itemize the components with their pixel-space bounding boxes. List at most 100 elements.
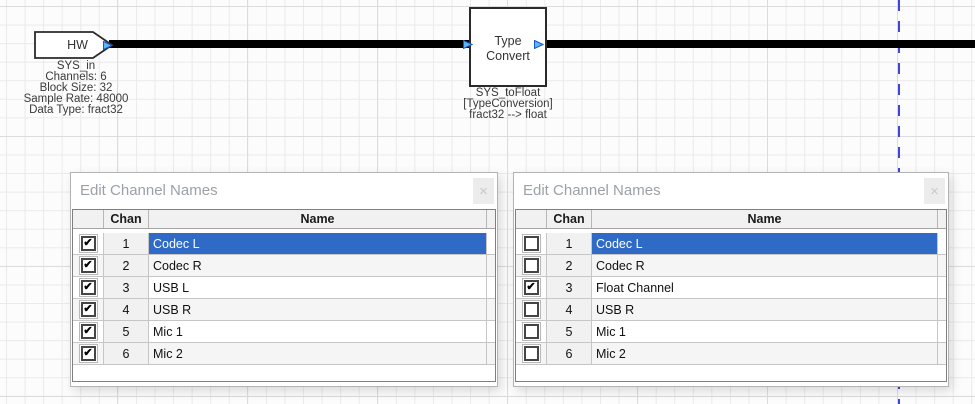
close-icon: × bbox=[479, 182, 488, 200]
checkbox-frame: ✔ bbox=[78, 256, 98, 275]
row-gutter bbox=[938, 299, 946, 320]
unchecked-box bbox=[523, 302, 539, 317]
type-convert-label-line2: Convert bbox=[486, 48, 530, 63]
row-gutter bbox=[938, 277, 946, 298]
column-header-gutter bbox=[938, 210, 946, 228]
type-convert-label-line1: Type bbox=[494, 33, 522, 48]
table-header: Chan Name bbox=[516, 210, 946, 229]
checkbox-frame: ✔ bbox=[78, 300, 98, 319]
tc-conversion: fract32 --> float bbox=[469, 109, 547, 121]
type-convert-output-port-icon[interactable] bbox=[534, 40, 544, 49]
channel-enable-checkbox[interactable]: ✔ bbox=[73, 343, 104, 364]
hw-sample-rate: Sample Rate: 48000 bbox=[23, 93, 129, 105]
checkbox-frame bbox=[521, 256, 541, 275]
hw-data-type: Data Type: fract32 bbox=[29, 104, 123, 116]
checked-icon: ✔ bbox=[523, 280, 539, 295]
hw-instance-name: SYS_in bbox=[56, 60, 96, 72]
hw-block-caption: SYS_in Channels: 6 Block Size: 32 Sample… bbox=[3, 60, 149, 116]
row-gutter bbox=[487, 321, 495, 342]
channel-number: 4 bbox=[547, 299, 592, 320]
channel-name-cell[interactable]: Mic 1 bbox=[149, 321, 487, 342]
checkbox-frame bbox=[521, 344, 541, 363]
channel-enable-checkbox[interactable] bbox=[516, 321, 547, 342]
column-header-checkbox bbox=[516, 210, 547, 228]
type-convert-input-port-icon[interactable] bbox=[463, 40, 473, 49]
close-button[interactable]: × bbox=[924, 178, 945, 204]
channel-enable-checkbox[interactable]: ✔ bbox=[73, 299, 104, 320]
hw-output-port-icon[interactable] bbox=[103, 41, 113, 50]
checked-icon: ✔ bbox=[80, 258, 96, 273]
column-header-chan: Chan bbox=[104, 210, 149, 228]
channel-enable-checkbox[interactable]: ✔ bbox=[73, 233, 104, 254]
channel-enable-checkbox[interactable]: ✔ bbox=[516, 277, 547, 298]
hw-channels: Channels: 6 bbox=[45, 71, 107, 83]
channel-name-cell[interactable]: Codec L bbox=[592, 233, 938, 254]
channel-name-cell[interactable]: Codec R bbox=[149, 255, 487, 276]
column-header-chan: Chan bbox=[547, 210, 592, 228]
channel-number: 6 bbox=[104, 343, 149, 364]
row-gutter bbox=[487, 233, 495, 254]
channel-enable-checkbox[interactable] bbox=[516, 233, 547, 254]
dialog-title: Edit Channel Names bbox=[523, 182, 661, 199]
unchecked-box bbox=[523, 258, 539, 273]
row-gutter bbox=[487, 299, 495, 320]
channel-number: 2 bbox=[104, 255, 149, 276]
channel-enable-checkbox[interactable] bbox=[516, 343, 547, 364]
channel-name-cell[interactable]: USB R bbox=[149, 299, 487, 320]
hw-input-block[interactable] bbox=[34, 31, 116, 61]
checkbox-frame: ✔ bbox=[78, 344, 98, 363]
channel-name-cell[interactable]: Codec L bbox=[149, 233, 487, 254]
channel-name-cell[interactable]: USB L bbox=[149, 277, 487, 298]
close-button[interactable]: × bbox=[473, 178, 494, 204]
channel-name-cell[interactable]: Mic 2 bbox=[592, 343, 938, 364]
channel-enable-checkbox[interactable]: ✔ bbox=[73, 277, 104, 298]
column-header-name: Name bbox=[592, 210, 938, 228]
row-gutter bbox=[938, 321, 946, 342]
checkbox-frame bbox=[521, 234, 541, 253]
unchecked-box bbox=[523, 236, 539, 251]
dialog-titlebar[interactable]: Edit Channel Names × bbox=[514, 173, 948, 209]
checkbox-frame bbox=[521, 322, 541, 341]
column-header-checkbox bbox=[73, 210, 104, 228]
checked-icon: ✔ bbox=[80, 302, 96, 317]
dialog-title: Edit Channel Names bbox=[80, 182, 218, 199]
dialog-titlebar[interactable]: Edit Channel Names × bbox=[71, 173, 497, 209]
channel-name-cell[interactable]: Codec R bbox=[592, 255, 938, 276]
channel-name-cell[interactable]: Float Channel bbox=[592, 277, 938, 298]
column-header-name: Name bbox=[149, 210, 487, 228]
row-gutter bbox=[487, 343, 495, 364]
channel-enable-checkbox[interactable]: ✔ bbox=[73, 321, 104, 342]
hw-block-size: Block Size: 32 bbox=[39, 82, 113, 94]
channel-name-cell[interactable]: USB R bbox=[592, 299, 938, 320]
checked-icon: ✔ bbox=[80, 324, 96, 339]
channel-enable-checkbox[interactable] bbox=[516, 255, 547, 276]
row-gutter bbox=[938, 343, 946, 364]
column-header-gutter bbox=[487, 210, 495, 228]
channel-name-cell[interactable]: Mic 1 bbox=[592, 321, 938, 342]
tc-instance-name: SYS_toFloat bbox=[475, 87, 541, 99]
channel-number: 6 bbox=[547, 343, 592, 364]
unchecked-box bbox=[523, 324, 539, 339]
channel-enable-checkbox[interactable] bbox=[516, 299, 547, 320]
channel-number: 1 bbox=[104, 233, 149, 254]
checked-icon: ✔ bbox=[80, 346, 96, 361]
channel-enable-checkbox[interactable]: ✔ bbox=[73, 255, 104, 276]
checked-icon: ✔ bbox=[80, 236, 96, 251]
channel-number: 3 bbox=[104, 277, 149, 298]
channel-name-cell[interactable]: Mic 2 bbox=[149, 343, 487, 364]
